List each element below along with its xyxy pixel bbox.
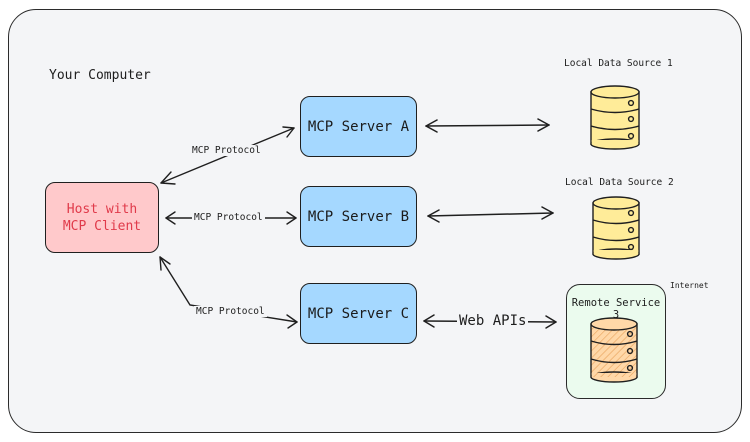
- host-label-line2: MCP Client: [62, 218, 142, 234]
- database-icon-1: [590, 85, 640, 150]
- protocol-label-a: MCP Protocol: [190, 145, 263, 156]
- mcp-server-a-label: MCP Server A: [307, 118, 410, 135]
- frame-title: Your Computer: [49, 68, 151, 83]
- host-label-line1: Host with: [66, 201, 138, 217]
- remote-service-label: Remote Service 3: [571, 297, 661, 321]
- mcp-server-b-label: MCP Server B: [307, 208, 410, 225]
- protocol-label-b: MCP Protocol: [192, 212, 265, 223]
- local-data-source-1-label: Local Data Source 1: [564, 58, 673, 69]
- host-with-mcp-client: Host with MCP Client: [45, 182, 159, 253]
- arrow-server-a-db1: [425, 118, 550, 133]
- internet-label: Internet: [670, 281, 709, 290]
- mcp-server-a: MCP Server A: [300, 96, 417, 157]
- mcp-server-c-label: MCP Server C: [307, 305, 410, 322]
- mcp-server-b: MCP Server B: [300, 186, 417, 247]
- remote-service-3: Remote Service 3: [566, 284, 666, 399]
- mcp-server-c: MCP Server C: [300, 283, 417, 344]
- protocol-label-c: MCP Protocol: [194, 306, 267, 317]
- web-apis-label: Web APIs: [457, 313, 529, 329]
- arrow-server-b-db2: [427, 206, 554, 223]
- remote-database-icon: [590, 317, 638, 383]
- database-icon-2: [592, 196, 640, 260]
- local-data-source-2-label: Local Data Source 2: [565, 177, 674, 188]
- arrow-host-server-c: [159, 256, 298, 329]
